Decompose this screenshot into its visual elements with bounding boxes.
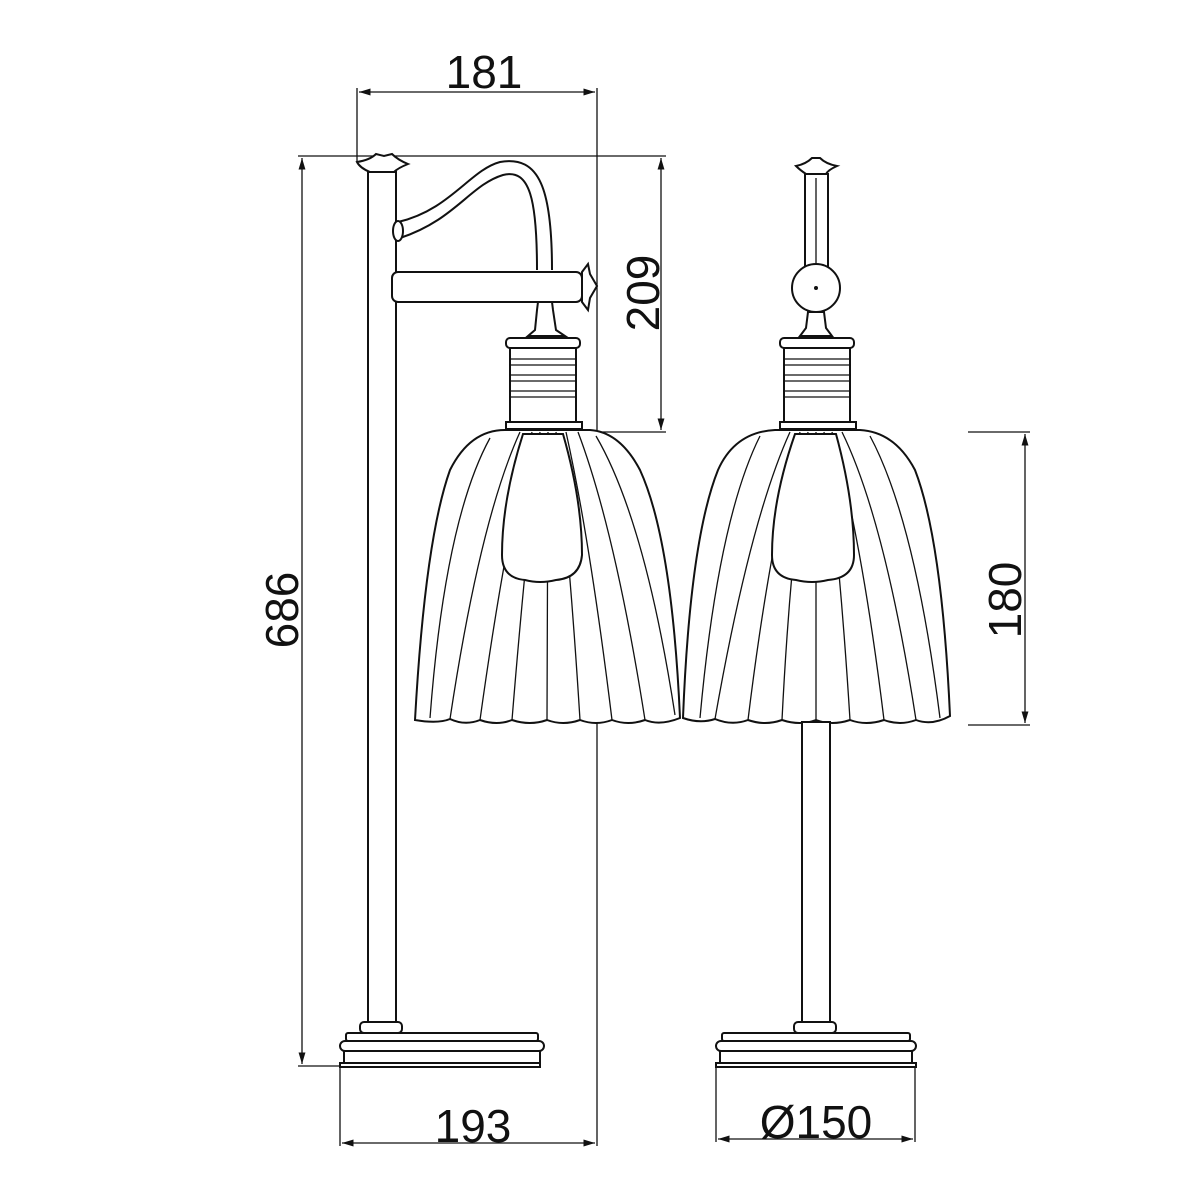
- dimension-lines: [298, 88, 1030, 1147]
- bulb: [500, 433, 584, 583]
- lamp-side-view: [339, 152, 682, 1068]
- dim-arm-reach: 181: [446, 46, 523, 98]
- dim-base-diameter: Ø150: [760, 1096, 873, 1148]
- dim-base-depth: 193: [435, 1100, 512, 1152]
- dim-shade-height: 180: [979, 562, 1031, 639]
- dim-arm-height: 209: [617, 255, 669, 332]
- lamp-front-view: [681, 157, 952, 1068]
- dim-total-height: 686: [256, 572, 308, 649]
